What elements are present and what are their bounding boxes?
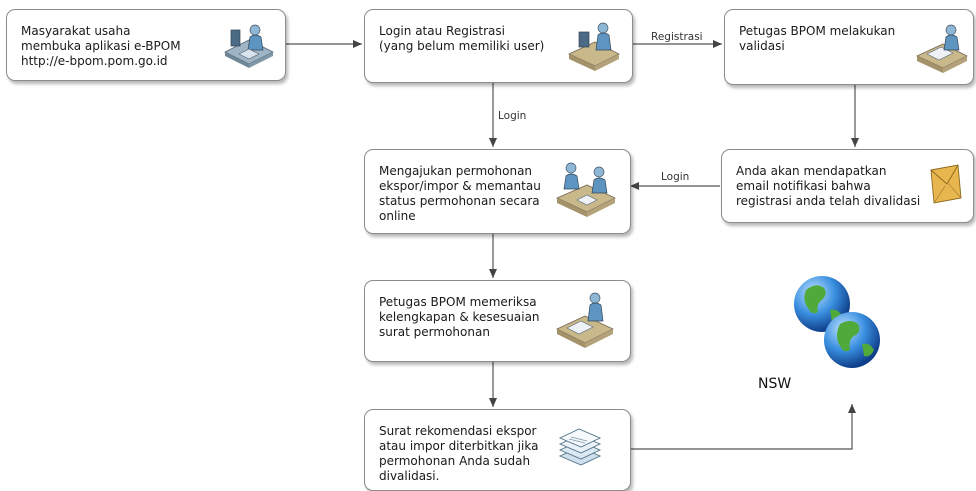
box-open-app-text: Masyarakat usaha membuka aplikasi e-BPOM… bbox=[21, 24, 181, 68]
review-desk-icon bbox=[556, 292, 614, 348]
box-open-app: Masyarakat usaha membuka aplikasi e-BPOM… bbox=[6, 9, 286, 81]
meeting-icon bbox=[556, 162, 616, 217]
box-notify-text: Anda akan mendapatkan email notifikasi b… bbox=[736, 164, 921, 208]
box-notify: Anda akan mendapatkan email notifikasi b… bbox=[721, 149, 974, 223]
desk-user-icon bbox=[568, 22, 620, 71]
arrow-issue-to-nsw bbox=[630, 404, 856, 450]
box-issue: Surat rekomendasi ekspor atau impor dite… bbox=[364, 409, 631, 491]
globe-icon bbox=[794, 276, 880, 368]
box-validate-text: Petugas BPOM melakukan validasi bbox=[739, 24, 896, 53]
box-login-register: Login atau Registrasi (yang belum memili… bbox=[364, 9, 633, 83]
document-stack-icon bbox=[558, 428, 602, 466]
document-desk-icon bbox=[916, 24, 968, 73]
computer-user-icon bbox=[224, 24, 274, 68]
box-login-register-text: Login atau Registrasi (yang belum memili… bbox=[379, 24, 545, 53]
email-envelope-icon bbox=[930, 164, 962, 204]
box-submit-text: Mengajukan permohonan ekspor/impor & mem… bbox=[379, 164, 541, 223]
edge-label-registrasi: Registrasi bbox=[651, 31, 703, 43]
edge-label-login-left: Login bbox=[661, 171, 690, 183]
box-validate: Petugas BPOM melakukan validasi bbox=[724, 9, 974, 85]
box-submit: Mengajukan permohonan ekspor/impor & mem… bbox=[364, 149, 631, 234]
nsw-label: NSW bbox=[758, 376, 792, 392]
box-issue-text: Surat rekomendasi ekspor atau impor dite… bbox=[379, 424, 539, 483]
edge-label-login-down: Login bbox=[498, 110, 527, 122]
box-check-text: Petugas BPOM memeriksa kelengkapan & kes… bbox=[379, 295, 540, 339]
box-check: Petugas BPOM memeriksa kelengkapan & kes… bbox=[364, 280, 631, 362]
